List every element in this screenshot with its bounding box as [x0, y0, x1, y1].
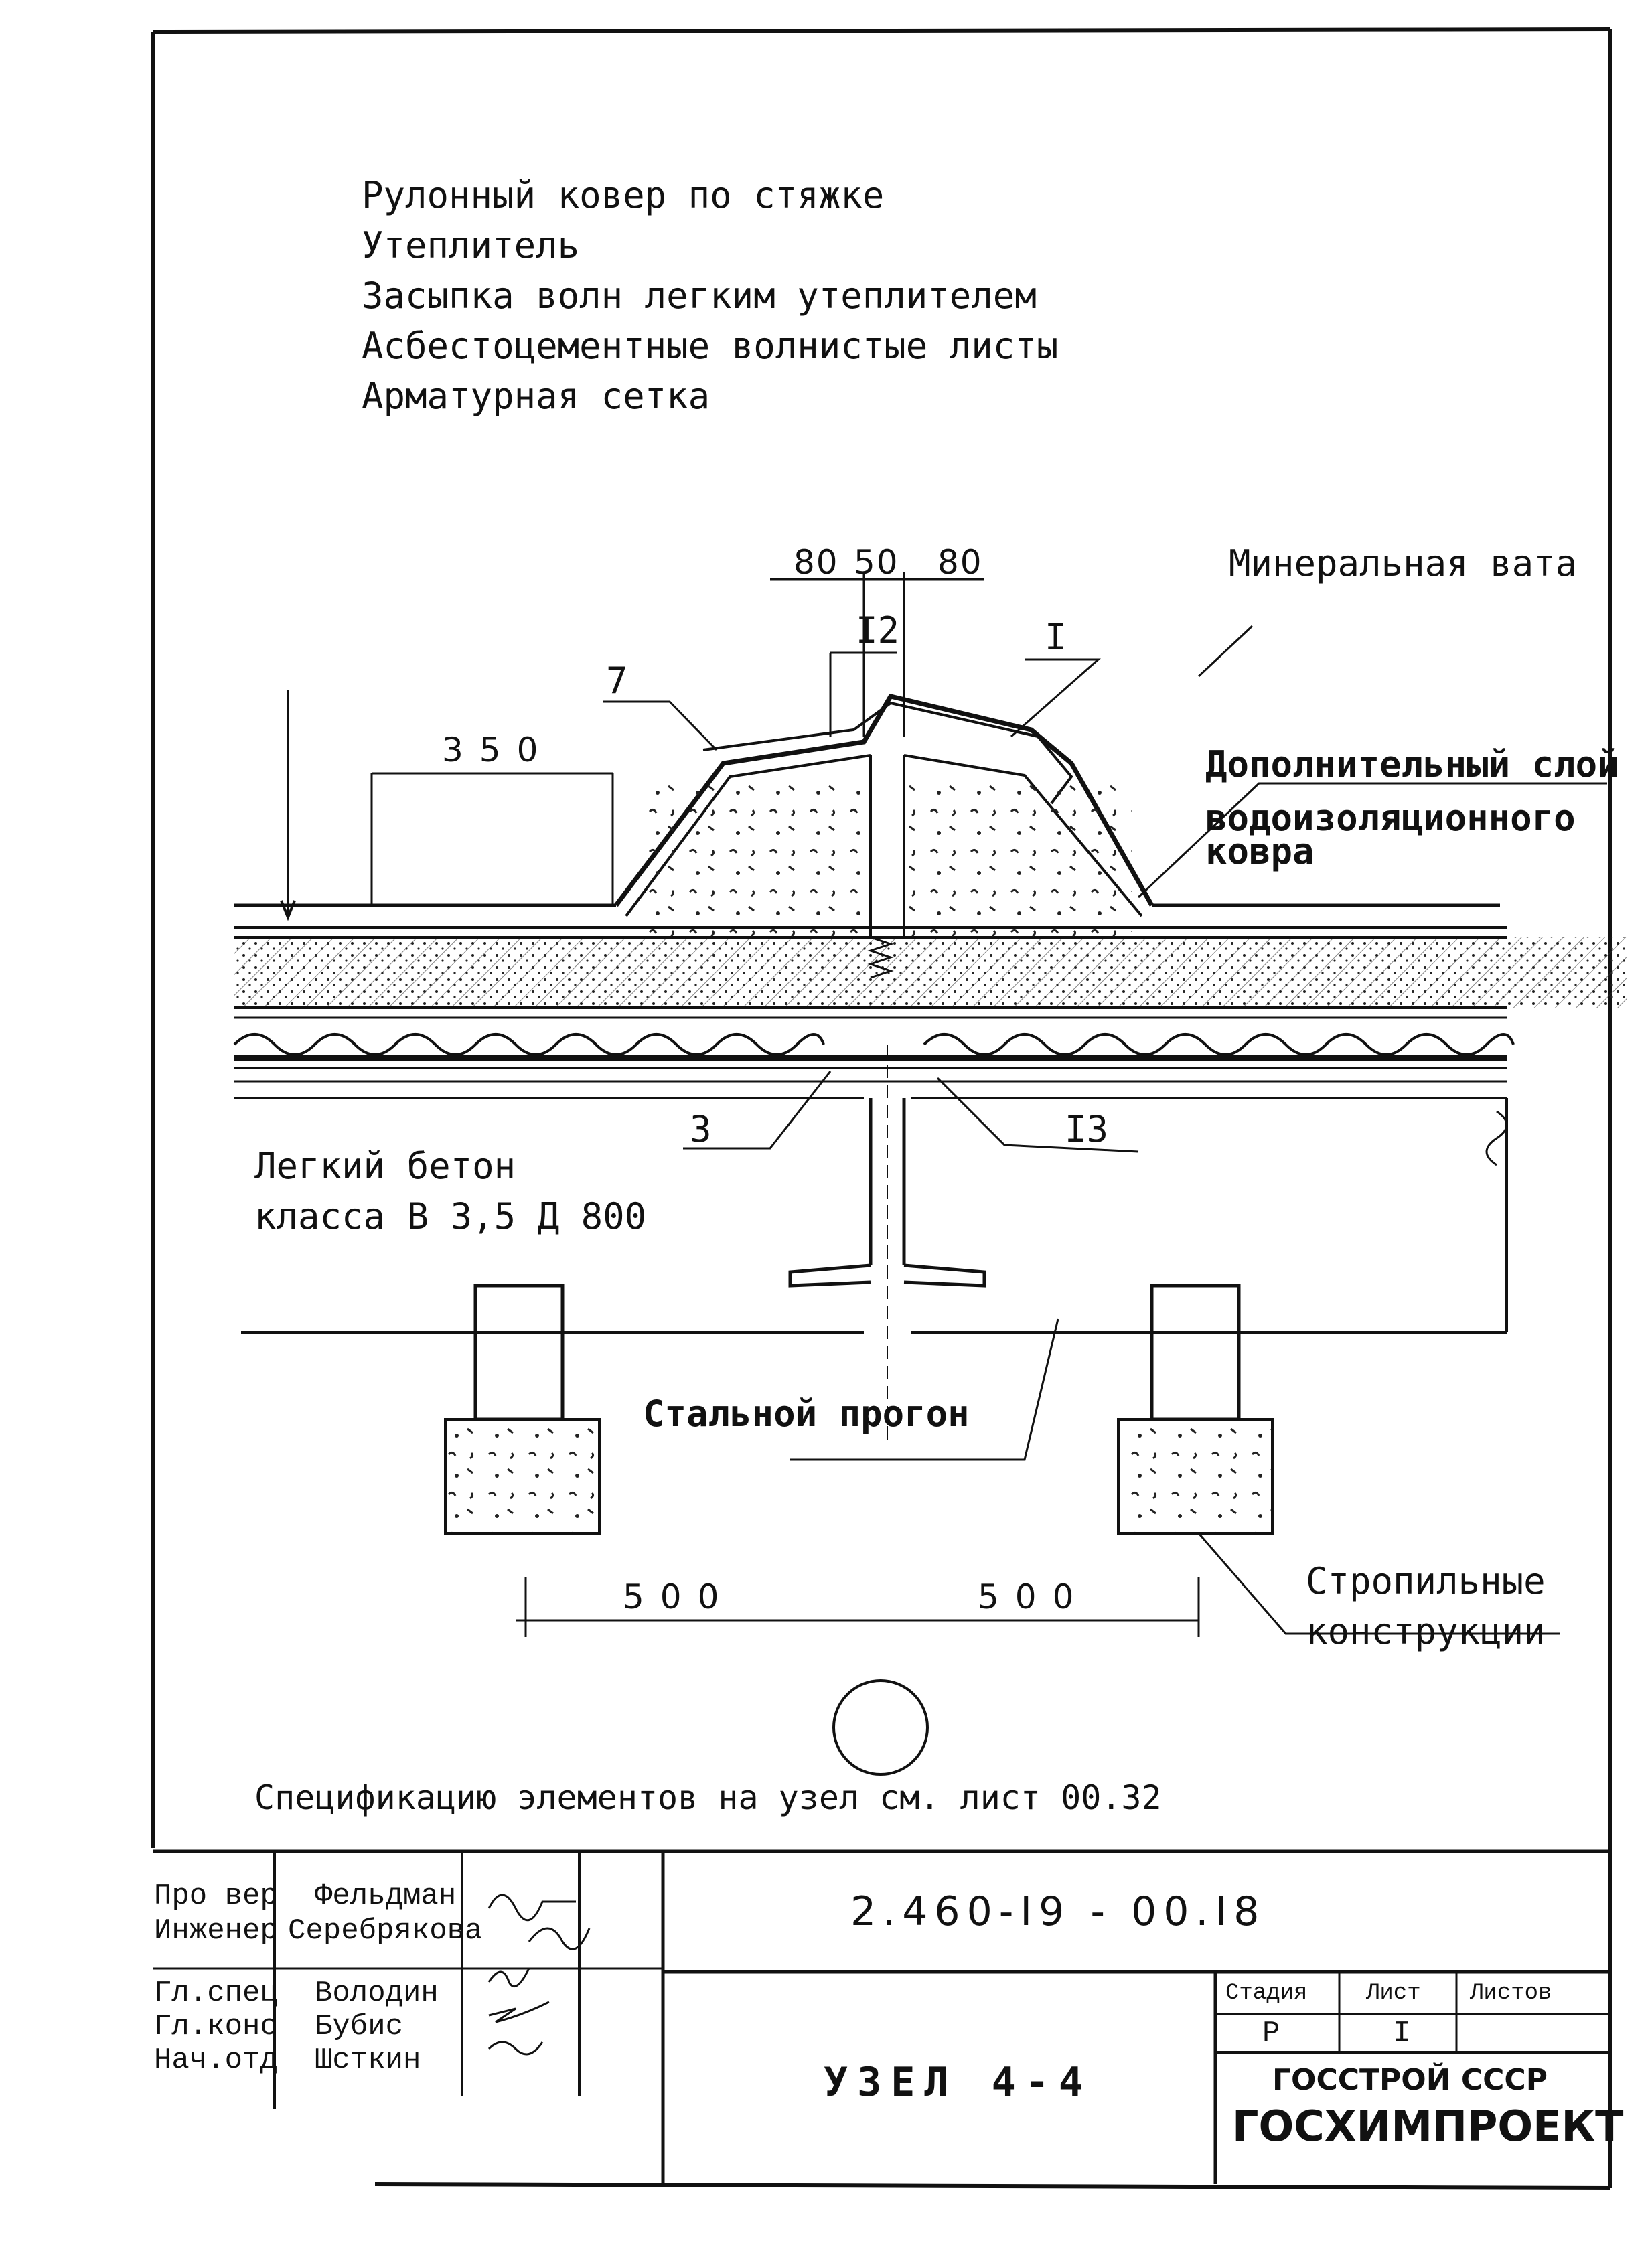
sign-name-chief-spec: Володин — [315, 1977, 439, 2010]
callout-extra-layer-line1: Дополнительный слой — [1205, 743, 1619, 785]
sheet-value: I — [1393, 2017, 1411, 2050]
sign-name-engineer: Серебрякова — [288, 1914, 483, 1948]
title-block-grid — [153, 1849, 1610, 2184]
position-number-1: I — [1045, 616, 1067, 658]
sheet-header: Лист — [1366, 1981, 1421, 2006]
callout-extra-layer-line3: ковра — [1205, 830, 1315, 872]
sign-name-chief-designer: Бубис — [315, 2010, 404, 2043]
sign-role-head-dept: Нач.отд — [154, 2043, 278, 2077]
sign-name-checked: Фельдман — [315, 1879, 457, 1913]
callout-steel-purlin: Стальной прогон — [643, 1393, 970, 1435]
spec-note: Спецификацию элементов на узел см. лист … — [254, 1778, 1162, 1817]
callout-extra-layer-line2: водоизоляционного — [1205, 797, 1576, 839]
stage-value: Р — [1262, 2017, 1280, 2050]
sign-role-engineer: Инженер — [154, 1914, 278, 1948]
callout-rafters-line2: конструкции — [1306, 1610, 1546, 1652]
sign-role-chief-designer: Гл.конс — [154, 2010, 278, 2043]
signature-marks — [487, 1894, 591, 2056]
ridge-cap — [614, 693, 1154, 979]
stage-header: Стадия — [1225, 1981, 1308, 2006]
node-title: УЗЕЛ 4-4 — [824, 2059, 1092, 2106]
leader-lines — [603, 625, 1607, 1635]
dimension-80-left: 80 — [794, 543, 839, 582]
rafter-supports — [444, 1284, 1274, 1535]
dimension-lines — [280, 572, 1200, 1637]
sheets-header: Листов — [1470, 1981, 1552, 2006]
layer-label-wave-fill: Засыпка волн легким утеплителем — [362, 275, 1037, 317]
position-number-3: 3 — [690, 1108, 712, 1150]
layer-label-asbestos-sheets: Асбестоцементные волнистые листы — [362, 325, 1059, 367]
position-number-12: I2 — [856, 609, 900, 651]
dimension-50: 50 — [854, 543, 899, 582]
callout-mineral-wool: Минеральная вата — [1229, 542, 1578, 585]
sign-role-chief-spec: Гл.спец — [154, 1977, 278, 2010]
sign-role-checked: Про вер — [154, 1879, 278, 1913]
sheet-frame — [151, 27, 1612, 2190]
dimension-500-left: 500 — [623, 1577, 735, 1616]
org-line2: ГОСХИМПРОЕКТ — [1232, 2102, 1624, 2151]
steel-purlin — [234, 1045, 1508, 1440]
document-code: 2.460-I9 - 00.I8 — [850, 1888, 1266, 1935]
position-number-13: I3 — [1065, 1108, 1109, 1150]
dimension-500-right: 500 — [978, 1577, 1090, 1616]
org-line1: ГОССТРОЙ СССР — [1272, 2063, 1548, 2097]
callout-rafters-line1: Стропильные — [1306, 1560, 1546, 1602]
layer-label-mesh: Арматурная сетка — [362, 375, 710, 417]
stamp-circle — [832, 1679, 929, 1776]
layer-label-roll-cover: Рулонный ковер по стяжке — [362, 174, 885, 216]
callout-light-concrete-line1: Легкий бетон — [254, 1145, 516, 1187]
dimension-350: 350 — [442, 730, 554, 769]
callout-light-concrete-line2: класса В 3,5 Д 800 — [254, 1195, 647, 1237]
position-number-7: 7 — [606, 660, 628, 702]
layer-label-insulation: Утеплитель — [362, 224, 580, 266]
sign-name-head-dept: Шсткин — [315, 2043, 421, 2077]
dimension-80-right: 80 — [937, 543, 983, 582]
